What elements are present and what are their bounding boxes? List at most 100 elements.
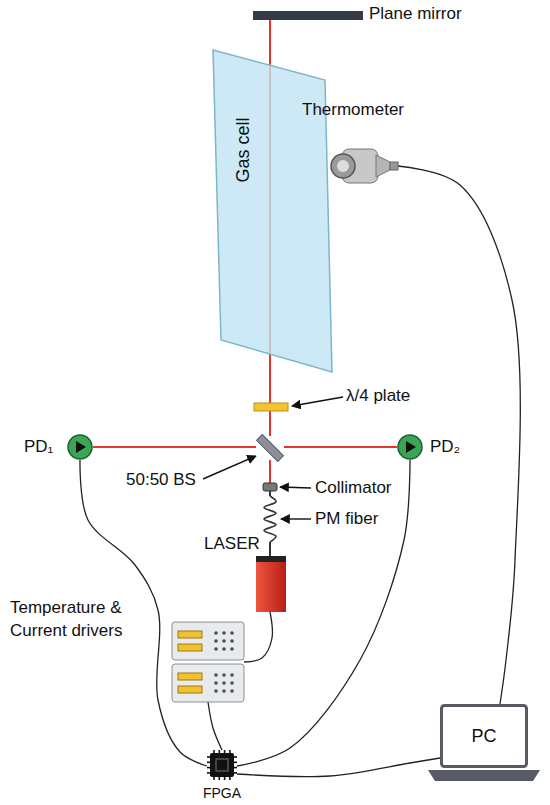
driver-display: [178, 686, 202, 693]
leader-arrow: [203, 456, 256, 479]
leader-arrow: [281, 518, 311, 519]
laser-beam: [269, 372, 271, 403]
mirror-plate: [253, 11, 363, 20]
label-holder: Gas cell: [233, 117, 253, 182]
driver-display: [178, 644, 202, 651]
plate-body: [254, 403, 288, 411]
component-icon: [254, 403, 288, 411]
collimator-body: [263, 483, 277, 491]
label-holder: PD₂: [430, 437, 460, 457]
part-label: Plane mirror: [369, 4, 462, 23]
component-icon: [263, 483, 277, 491]
component-icon: [262, 496, 278, 542]
driver-knob: [214, 631, 218, 635]
driver-unit: [172, 664, 244, 702]
photodiode: PD₂: [397, 434, 423, 460]
driver-knob: [214, 689, 218, 693]
label-holder: PM fiber: [315, 509, 378, 529]
driver-knob: [230, 689, 234, 693]
splitter-plate: [257, 435, 284, 462]
part-label: FPGA: [203, 785, 241, 801]
label-holder: λ/4 plate: [346, 386, 410, 406]
laser-cap: [256, 556, 286, 562]
leader-arrow: [292, 397, 343, 406]
leader-arrow: [280, 487, 311, 488]
driver-knob: [230, 681, 234, 685]
diode-body: [68, 435, 92, 459]
collimator: Collimator: [263, 483, 277, 491]
label-holder: Collimator: [315, 478, 392, 498]
label-holder: PC: [471, 726, 496, 746]
component-icon: [256, 436, 284, 460]
label-holder: Temperature & Current drivers: [10, 596, 145, 642]
signal-wire: [244, 612, 272, 662]
driver-display: [178, 631, 202, 638]
wave-plate: λ/4 plate: [254, 403, 288, 411]
beam-splitter: 50:50 BS: [256, 436, 284, 460]
driver-knob: [222, 681, 226, 685]
signal-wire: [237, 758, 440, 777]
part-label: PD₁: [24, 437, 53, 456]
component-icon: [397, 434, 423, 460]
diode-symbol: [406, 441, 416, 453]
laptop-pc: PC: [440, 704, 528, 768]
driver-knob: [214, 647, 218, 651]
driver-unit: [172, 622, 244, 660]
component-icon: [256, 556, 286, 612]
signal-wire: [237, 460, 410, 766]
part-label: 50:50 BS: [126, 470, 196, 489]
diode-symbol: [76, 441, 86, 453]
part-label: Temperature & Current drivers: [10, 598, 122, 640]
chip-body: [210, 753, 234, 777]
driver-knob: [230, 639, 234, 643]
fiber-coil-line: [264, 496, 276, 542]
component-icon: [207, 750, 237, 780]
part-label: PM fiber: [315, 509, 378, 528]
component-icon: [213, 50, 333, 372]
component-icon: [67, 434, 93, 460]
driver-knob: [214, 639, 218, 643]
label-holder: Thermometer: [302, 100, 404, 120]
driver-display: [178, 673, 202, 680]
plane-mirror: Plane mirror: [253, 11, 363, 20]
component-icon: [253, 11, 363, 20]
part-label: Gas cell: [233, 117, 253, 182]
part-label: PC: [471, 726, 496, 746]
chip-mark: [216, 759, 228, 771]
part-label: Collimator: [315, 478, 392, 497]
label-holder: Plane mirror: [369, 4, 462, 24]
driver-knob: [230, 631, 234, 635]
driver-knob: [222, 673, 226, 677]
signal-wire: [269, 491, 271, 496]
driver-knob: [222, 631, 226, 635]
driver-knob: [230, 673, 234, 677]
driver-units: Temperature & Current drivers: [172, 622, 244, 702]
laser-beam: [269, 20, 271, 50]
gas-cell: Gas cell: [213, 50, 333, 372]
driver-knob: [222, 639, 226, 643]
driver-knob: [214, 681, 218, 685]
driver-knob: [230, 647, 234, 651]
photodiode: PD₁: [67, 434, 93, 460]
laser-body: [256, 561, 286, 612]
diode-body: [398, 435, 422, 459]
component-icon: [330, 143, 398, 191]
label-holder: FPGA: [203, 783, 241, 803]
part-label: PD₂: [430, 437, 460, 456]
laser-source: LASER: [256, 556, 286, 612]
laser-beam: [93, 446, 256, 448]
laser-beam: [284, 446, 397, 448]
laptop-screen: [442, 706, 527, 767]
probe-tip: [390, 162, 398, 170]
part-label: Thermometer: [302, 100, 404, 119]
signal-wire: [269, 542, 271, 556]
component-icon: [172, 622, 244, 702]
cell-body: [213, 50, 332, 372]
driver-knob: [222, 647, 226, 651]
fiber-coil: PM fiber: [262, 496, 278, 542]
part-label: LASER: [204, 534, 260, 553]
driver-knob: [222, 689, 226, 693]
probe-cone: [376, 155, 390, 177]
thermometer: Thermometer: [330, 143, 398, 191]
